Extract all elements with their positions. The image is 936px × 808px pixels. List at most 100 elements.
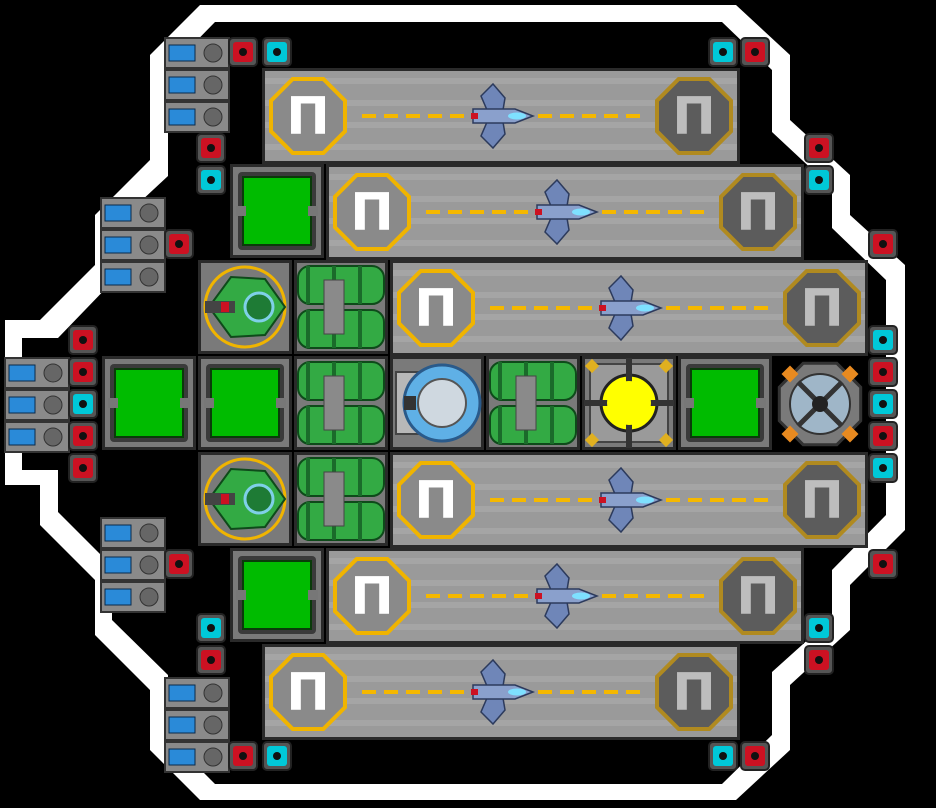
- thruster-icon[interactable]: [100, 517, 166, 549]
- launch-pad[interactable]: Π: [397, 269, 475, 347]
- weapon-node-icon[interactable]: [868, 229, 898, 259]
- interceptor-icon[interactable]: [471, 658, 536, 726]
- weapon-node-icon[interactable]: [196, 165, 226, 195]
- thruster-icon[interactable]: [164, 709, 230, 741]
- landing-pad[interactable]: Π: [783, 269, 861, 347]
- weapon-node-icon[interactable]: [708, 741, 738, 771]
- runway-dash: [710, 306, 724, 310]
- green-turret-icon[interactable]: [198, 260, 292, 354]
- thruster-icon[interactable]: [100, 261, 166, 293]
- weapon-node-icon[interactable]: [868, 325, 898, 355]
- weapon-node-icon[interactable]: [68, 453, 98, 483]
- weapon-node-icon[interactable]: [164, 549, 194, 579]
- weapon-node-icon[interactable]: [68, 357, 98, 387]
- weapon-node-icon[interactable]: [164, 229, 194, 259]
- thruster-icon[interactable]: [4, 357, 70, 389]
- weapon-node-icon[interactable]: [740, 37, 770, 67]
- landing-pad[interactable]: Π: [719, 173, 797, 251]
- thruster-icon[interactable]: [4, 421, 70, 453]
- runway-dash: [560, 114, 574, 118]
- thruster-icon[interactable]: [100, 229, 166, 261]
- weapon-node-icon[interactable]: [228, 741, 258, 771]
- launch-pad[interactable]: Π: [269, 653, 347, 731]
- weapon-node-icon[interactable]: [804, 613, 834, 643]
- reactor-core-icon[interactable]: [582, 356, 676, 450]
- weapon-node-icon[interactable]: [196, 613, 226, 643]
- thruster-icon[interactable]: [164, 677, 230, 709]
- green-storage-icon[interactable]: [198, 356, 292, 450]
- weapon-node-icon[interactable]: [868, 357, 898, 387]
- shield-generator-icon[interactable]: [777, 361, 863, 447]
- thruster-icon[interactable]: [164, 37, 230, 69]
- weapon-node-icon[interactable]: [868, 389, 898, 419]
- green-storage-icon[interactable]: [678, 356, 772, 450]
- landing-pad[interactable]: Π: [655, 653, 733, 731]
- floor-stripe: [265, 78, 737, 84]
- weapon-node-icon[interactable]: [196, 133, 226, 163]
- cockpit-icon[interactable]: [390, 356, 484, 450]
- weapon-node-icon[interactable]: [196, 645, 226, 675]
- weapon-node-icon[interactable]: [804, 133, 834, 163]
- runway-dash: [448, 210, 462, 214]
- weapon-node-icon[interactable]: [868, 421, 898, 451]
- thruster-gear: [139, 267, 159, 287]
- thruster-icon[interactable]: [4, 389, 70, 421]
- thruster-nozzle: [8, 396, 36, 414]
- fuel-tank-icon[interactable]: [294, 260, 388, 354]
- weapon-node-icon[interactable]: [804, 165, 834, 195]
- interceptor-icon[interactable]: [535, 178, 600, 246]
- runway-dash: [690, 210, 704, 214]
- green-storage-icon[interactable]: [230, 548, 324, 642]
- interceptor-icon[interactable]: [535, 562, 600, 630]
- launch-pad[interactable]: Π: [269, 77, 347, 155]
- weapon-node-icon[interactable]: [262, 37, 292, 67]
- fuel-tank-icon[interactable]: [294, 452, 388, 546]
- fuel-tank-icon[interactable]: [486, 356, 580, 450]
- weapon-node-icon[interactable]: [262, 741, 292, 771]
- thruster-icon[interactable]: [164, 741, 230, 773]
- interceptor-icon[interactable]: [471, 82, 536, 150]
- weapon-node-icon[interactable]: [740, 741, 770, 771]
- launch-pad[interactable]: Π: [397, 461, 475, 539]
- weapon-node-icon[interactable]: [868, 549, 898, 579]
- weapon-node-icon[interactable]: [804, 645, 834, 675]
- thruster-icon[interactable]: [164, 69, 230, 101]
- weapon-node-icon[interactable]: [68, 325, 98, 355]
- launch-pad[interactable]: Π: [333, 173, 411, 251]
- node-center: [815, 176, 823, 184]
- interceptor-icon[interactable]: [599, 274, 664, 342]
- green-turret-icon[interactable]: [198, 452, 292, 546]
- weapon-node-icon[interactable]: [68, 389, 98, 419]
- weapon-node-icon[interactable]: [228, 37, 258, 67]
- interceptor-icon[interactable]: [599, 466, 664, 534]
- weapon-node-icon[interactable]: [708, 37, 738, 67]
- landing-pad[interactable]: Π: [783, 461, 861, 539]
- runway-dash: [512, 306, 526, 310]
- fuel-band: [306, 406, 310, 444]
- weapon-node-icon[interactable]: [68, 421, 98, 451]
- fuel-tank-icon[interactable]: [294, 356, 388, 450]
- weapon-node-icon[interactable]: [868, 453, 898, 483]
- thruster-nozzle: [168, 108, 196, 126]
- thruster-icon[interactable]: [164, 101, 230, 133]
- green-storage-icon[interactable]: [230, 164, 324, 258]
- node-center: [207, 624, 215, 632]
- node-center: [79, 432, 87, 440]
- thruster-icon[interactable]: [100, 197, 166, 229]
- green-storage-icon[interactable]: [102, 356, 196, 450]
- landing-pad[interactable]: Π: [655, 77, 733, 155]
- landing-pad[interactable]: Π: [719, 557, 797, 635]
- launch-pad[interactable]: Π: [333, 557, 411, 635]
- thruster-icon[interactable]: [100, 549, 166, 581]
- floor-stripe: [393, 270, 865, 276]
- thruster-gear: [139, 587, 159, 607]
- fighter-engine: [599, 305, 606, 311]
- thruster-icon[interactable]: [100, 581, 166, 613]
